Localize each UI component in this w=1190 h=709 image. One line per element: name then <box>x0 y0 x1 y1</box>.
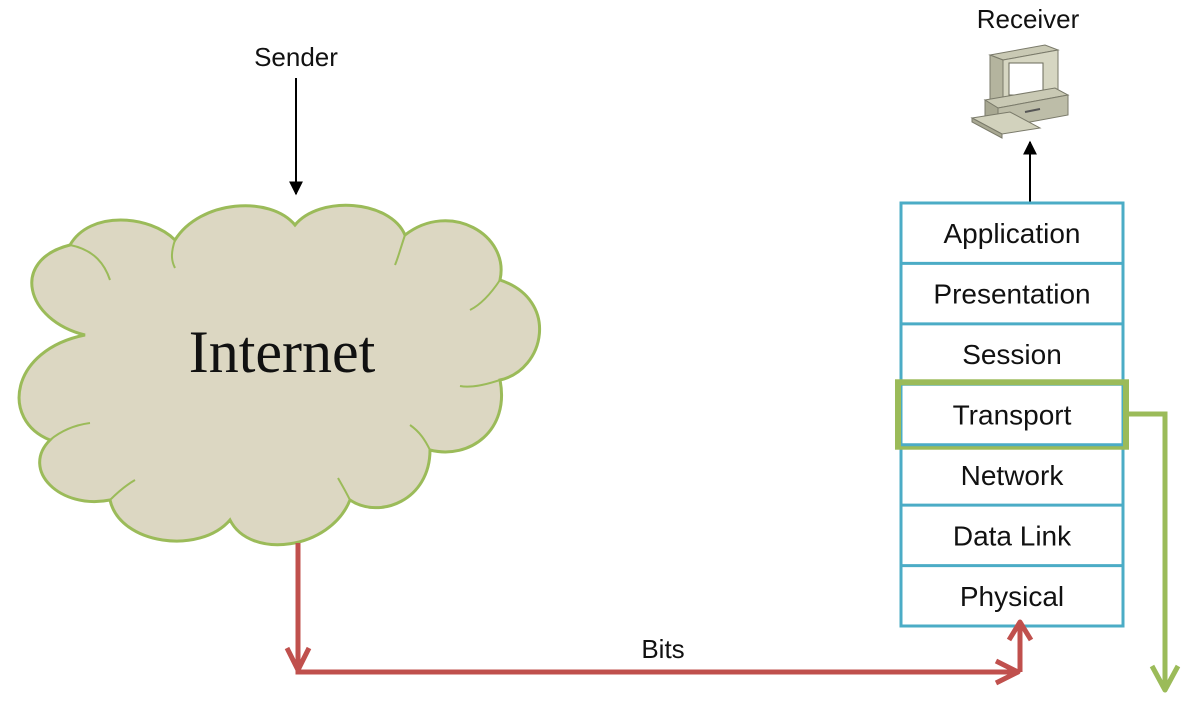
osi-layer-physical: Physical <box>960 581 1064 612</box>
osi-layer-presentation: Presentation <box>933 279 1090 310</box>
receiver-label: Receiver <box>977 4 1080 34</box>
osi-stack: ApplicationPresentationSessionTransportN… <box>895 201 1129 628</box>
osi-layer-transport: Transport <box>953 400 1072 431</box>
desktop-computer-icon <box>970 44 1070 139</box>
bits-label: Bits <box>641 634 684 664</box>
cloud-label: Internet <box>189 319 376 385</box>
osi-layer-session: Session <box>962 339 1062 370</box>
transport-output-arrow <box>1126 411 1181 693</box>
osi-layer-network: Network <box>961 460 1065 491</box>
internet-cloud: Internet <box>17 203 541 547</box>
sender-label: Sender <box>254 42 338 72</box>
bits-path <box>284 543 1034 686</box>
osi-layer-data-link: Data Link <box>953 520 1072 551</box>
osi-layer-application: Application <box>944 218 1081 249</box>
